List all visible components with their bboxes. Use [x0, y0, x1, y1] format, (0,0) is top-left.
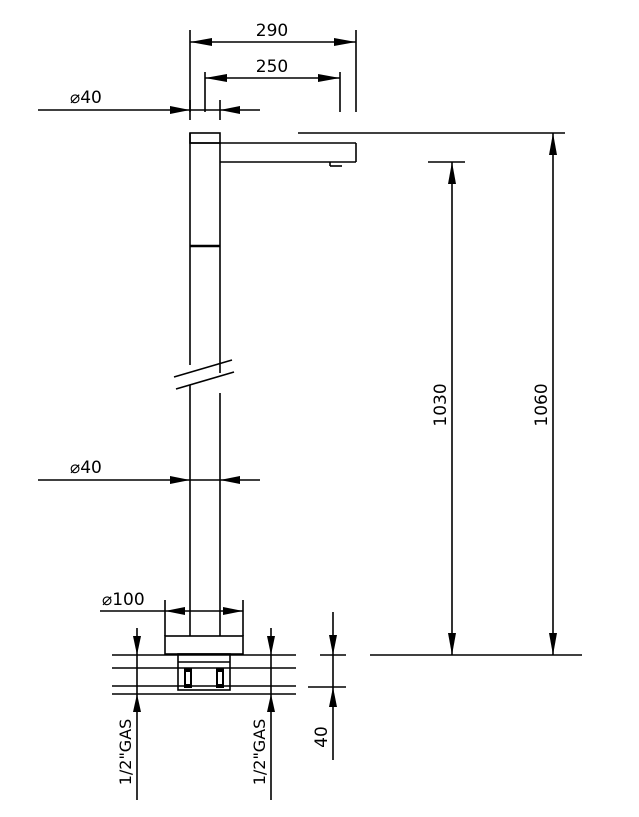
connector-port-left-hole	[186, 672, 190, 684]
arrow-1060-top	[549, 133, 557, 155]
arrow-250-right	[318, 74, 340, 82]
arrow-1060-bottom	[549, 633, 557, 655]
arrow-1030-top	[448, 162, 456, 184]
label-40: 40	[312, 726, 332, 748]
label-1030: 1030	[431, 383, 451, 426]
base-plate	[164, 635, 244, 655]
dim-dia-base: ⌀100	[100, 590, 244, 636]
label-dia-base: ⌀100	[102, 590, 145, 610]
spout-cap	[189, 132, 221, 144]
floor-lines	[112, 654, 296, 695]
label-conn-right: 1/2"GAS	[250, 719, 269, 786]
break-line-lower	[175, 371, 235, 390]
label-1060: 1060	[532, 383, 552, 426]
conn-right: 1/2"GAS	[250, 628, 275, 800]
dim-40: 40	[308, 612, 346, 760]
arrow-dia-mid-left	[170, 476, 190, 484]
arrow-dia-mid-right	[220, 476, 240, 484]
label-conn-left: 1/2"GAS	[116, 719, 135, 786]
arrow-40-bottom	[329, 687, 337, 707]
conn-left: 1/2"GAS	[116, 628, 141, 800]
label-250: 250	[256, 57, 288, 77]
arrow-conn-left-top	[133, 636, 141, 655]
label-290: 290	[256, 21, 288, 41]
arrow-40-top	[329, 635, 337, 655]
arrow-dia-top-right	[220, 106, 240, 114]
dim-290: 290	[189, 21, 357, 112]
dim-dia-top: ⌀40	[38, 88, 260, 120]
faucet-body	[164, 132, 357, 691]
connector-block	[177, 653, 231, 691]
arrow-conn-right-top	[267, 636, 275, 655]
arrow-dia-top-left	[170, 106, 190, 114]
arrow-290-left	[190, 38, 212, 46]
arrow-290-right	[334, 38, 356, 46]
arrow-conn-left-bottom	[133, 694, 141, 712]
arrow-250-left	[205, 74, 227, 82]
arrow-1030-bottom	[448, 633, 456, 655]
dim-1060: 1060	[298, 132, 582, 656]
dim-1030: 1030	[428, 161, 465, 655]
connector-port-right-hole	[218, 672, 222, 684]
label-dia-mid: ⌀40	[70, 458, 102, 478]
dim-dia-mid: ⌀40	[38, 458, 260, 484]
arrow-dia-base-left	[165, 607, 185, 615]
break-line-upper	[173, 359, 233, 378]
arrow-dia-base-right	[223, 607, 243, 615]
label-dia-top: ⌀40	[70, 88, 102, 108]
dim-250: 250	[204, 57, 341, 112]
arrow-conn-right-bottom	[267, 694, 275, 712]
